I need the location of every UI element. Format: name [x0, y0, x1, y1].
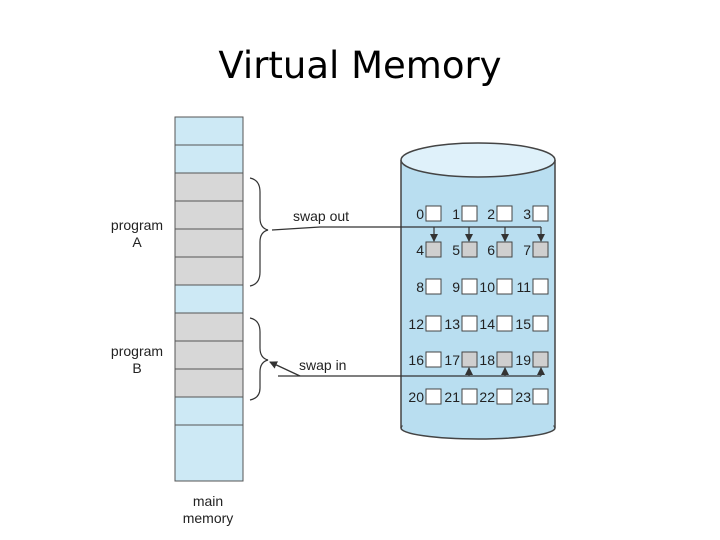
disk-page-number: 19 [515, 352, 531, 368]
disk-page-box [461, 351, 478, 368]
memory-block-free [174, 144, 244, 174]
memory-block-program-a [174, 256, 244, 286]
disk-page-box [461, 315, 478, 332]
swap-out-label: swap out [293, 208, 349, 224]
disk-page-box [461, 241, 478, 258]
disk-page-box [496, 278, 513, 295]
disk-page-box [532, 205, 549, 222]
disk-page-number: 2 [487, 206, 495, 222]
memory-block-program-b [174, 368, 244, 398]
memory-block-program-b [174, 312, 244, 342]
disk-page-number: 16 [408, 352, 424, 368]
program-a-brace [249, 177, 269, 287]
disk-page-box [496, 205, 513, 222]
memory-block-free [174, 284, 244, 314]
disk-page-number: 18 [479, 352, 495, 368]
memory-block-free [174, 424, 244, 482]
memory-block-program-a [174, 228, 244, 258]
memory-block-program-b [174, 340, 244, 370]
disk-page-number: 6 [487, 242, 495, 258]
disk-page-box [532, 315, 549, 332]
page-title: Virtual Memory [218, 44, 502, 87]
disk-page-box [532, 278, 549, 295]
disk-page-box [425, 388, 442, 405]
program-b-label-line2: B [132, 360, 141, 376]
disk-page-number: 15 [515, 316, 531, 332]
swap-out-line [271, 226, 541, 231]
swap-out-arrows [271, 226, 545, 242]
memory-block-free [174, 116, 244, 146]
disk-page-number: 10 [479, 279, 495, 295]
disk-page-box [532, 351, 549, 368]
disk-page-box [496, 351, 513, 368]
disk-page-number: 17 [444, 352, 460, 368]
disk-page-number: 11 [516, 279, 531, 295]
program-b-brace [249, 317, 269, 401]
disk-page-box [532, 388, 549, 405]
disk-page-number: 0 [416, 206, 424, 222]
disk-page-number: 12 [408, 316, 424, 332]
disk-page-number: 3 [523, 206, 531, 222]
main-memory-label-line2: memory [183, 510, 234, 526]
program-b-label-line1: program [111, 343, 163, 359]
disk-page-box [496, 315, 513, 332]
swap-in-label: swap in [299, 357, 346, 373]
disk-page-box [461, 205, 478, 222]
main-memory-column [174, 116, 244, 482]
disk-page-number: 22 [479, 389, 495, 405]
disk-page-box [425, 205, 442, 222]
swap-in-arrows [269, 361, 545, 377]
memory-block-program-a [174, 172, 244, 202]
disk-page-box [532, 241, 549, 258]
disk-page-number: 20 [408, 389, 424, 405]
disk-page-number: 5 [452, 242, 460, 258]
memory-block-program-a [174, 200, 244, 230]
disk-page-box [496, 241, 513, 258]
disk-page-number: 21 [444, 389, 460, 405]
disk-page-number: 9 [452, 279, 460, 295]
disk-page-box [461, 388, 478, 405]
disk-page-number: 14 [479, 316, 495, 332]
program-a-label-line1: program [111, 217, 163, 233]
disk-page-number: 1 [452, 206, 460, 222]
disk-page-number: 23 [515, 389, 531, 405]
disk-page-box [425, 315, 442, 332]
program-a-label-line2: A [132, 234, 142, 250]
disk-page-number: 13 [444, 316, 460, 332]
disk-page-box [425, 241, 442, 258]
main-memory-label-line1: main [193, 493, 223, 509]
disk-page-box [496, 388, 513, 405]
memory-block-free [174, 396, 244, 426]
backing-store-disk [400, 142, 556, 440]
disk-page-box [461, 278, 478, 295]
disk-page-number: 7 [523, 242, 531, 258]
disk-page-box [425, 278, 442, 295]
disk-top [400, 142, 556, 178]
disk-page-box [425, 351, 442, 368]
disk-page-number: 4 [416, 242, 424, 258]
disk-page-number: 8 [416, 279, 424, 295]
